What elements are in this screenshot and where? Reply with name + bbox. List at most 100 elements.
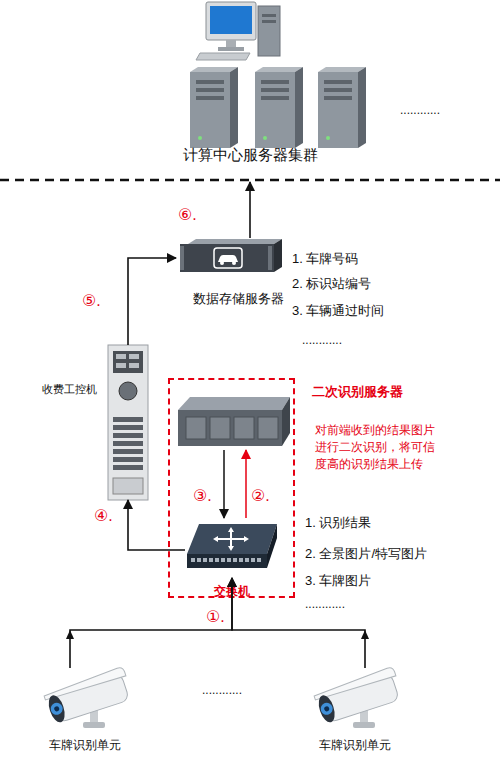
card-slot bbox=[113, 417, 143, 422]
rack-ear bbox=[180, 246, 184, 270]
car-icon bbox=[218, 255, 238, 262]
switch-port bbox=[215, 558, 219, 562]
recognition-server-group: 交换机二次识别服务器对前端收到的结果图片 进行二次识别，将可信 度高的识别结果上… bbox=[168, 378, 295, 598]
plate-camera: 车牌识别单元 bbox=[305, 668, 405, 756]
camera-front bbox=[46, 693, 68, 724]
fan-grill bbox=[119, 382, 137, 400]
bus-arrow-head bbox=[361, 630, 369, 639]
flow-arrow bbox=[232, 578, 365, 668]
flow-arrow bbox=[249, 182, 251, 238]
switch-port bbox=[221, 558, 225, 562]
server-top bbox=[178, 397, 290, 410]
camera-lens bbox=[319, 701, 334, 716]
switch-symbol bbox=[213, 527, 249, 551]
drive-slot bbox=[196, 88, 224, 92]
server-front bbox=[178, 410, 282, 446]
control-pc: 收费工控机 bbox=[108, 345, 148, 500]
drive-slot bbox=[261, 80, 289, 84]
drive-slot bbox=[324, 96, 352, 100]
camera-body bbox=[43, 666, 133, 724]
node-title: 车牌识别单元 bbox=[305, 738, 405, 752]
ellipsis-mark: ............ bbox=[302, 333, 342, 347]
server-front bbox=[190, 72, 230, 148]
node-title: 二次识别服务器 bbox=[312, 384, 403, 400]
server-side bbox=[282, 397, 290, 446]
drive-bay bbox=[234, 417, 254, 439]
node-title: 收费工控机 bbox=[42, 383, 97, 396]
server-side bbox=[230, 67, 238, 148]
card-slot bbox=[113, 449, 143, 454]
callout-number: ⑤. bbox=[82, 291, 101, 310]
card-slot bbox=[113, 465, 143, 470]
server-side bbox=[295, 67, 303, 148]
drive-bay bbox=[186, 417, 206, 439]
psu-panel bbox=[113, 478, 143, 494]
card-slot bbox=[113, 433, 143, 438]
io-panel bbox=[113, 351, 143, 373]
monitor-base bbox=[218, 47, 244, 51]
field-item: 2. 标识站编号 bbox=[292, 275, 371, 293]
switch-port bbox=[191, 558, 195, 562]
rack-ear bbox=[268, 246, 272, 270]
camera-lens bbox=[49, 701, 64, 716]
callout-number: ③. bbox=[193, 486, 212, 505]
status-light bbox=[326, 136, 330, 140]
server-top bbox=[188, 239, 282, 244]
io-port bbox=[116, 363, 126, 368]
drive-slot bbox=[324, 88, 352, 92]
io-port bbox=[116, 354, 126, 359]
card-slot bbox=[113, 425, 143, 430]
cluster-group: 计算中心服务器集群 bbox=[150, 0, 350, 182]
pc-tower-icon bbox=[108, 345, 148, 500]
keyboard bbox=[196, 53, 250, 60]
switch-port bbox=[257, 558, 261, 562]
camera-front bbox=[316, 693, 338, 724]
server-front bbox=[180, 244, 274, 272]
status-light bbox=[263, 136, 267, 140]
camera-base bbox=[353, 722, 375, 728]
node-title: 车牌识别单元 bbox=[35, 738, 135, 752]
server-top bbox=[190, 67, 238, 72]
switch-port bbox=[209, 558, 213, 562]
switch-side bbox=[267, 524, 277, 568]
callout-number: ②. bbox=[251, 486, 270, 505]
switch-port bbox=[197, 558, 201, 562]
camera-base bbox=[83, 722, 105, 728]
data-arrow bbox=[223, 450, 225, 518]
field-item: 1. 识别结果 bbox=[305, 514, 371, 532]
switch-front bbox=[187, 554, 267, 568]
switch-port bbox=[251, 558, 255, 562]
desktop-tower bbox=[258, 6, 280, 56]
ellipsis-mark: ............ bbox=[202, 683, 242, 697]
drive-slot bbox=[324, 80, 352, 84]
camera-lens-core bbox=[324, 706, 330, 712]
callout-number: ⑥. bbox=[178, 205, 197, 224]
field-item: 3. 车牌图片 bbox=[305, 572, 371, 590]
car-wheel bbox=[220, 261, 224, 265]
flow-arrow bbox=[70, 578, 232, 668]
divider-line bbox=[0, 179, 500, 182]
drive-slot bbox=[262, 14, 276, 17]
node-title: 数据存储服务器 bbox=[176, 291, 300, 307]
flow-arrow bbox=[128, 258, 176, 345]
field-item: 1. 车牌号码 bbox=[292, 250, 358, 268]
server-side bbox=[274, 239, 282, 272]
status-light bbox=[198, 136, 202, 140]
field-item: 3. 车辆通过时间 bbox=[292, 302, 384, 320]
node-description: 对前端收到的结果图片 进行二次识别，将可信 度高的识别结果上传 bbox=[315, 422, 439, 473]
drive-bay bbox=[258, 417, 278, 439]
node-title: 计算中心服务器集群 bbox=[150, 146, 350, 164]
switch-port bbox=[203, 558, 207, 562]
data-arrow bbox=[245, 450, 247, 518]
callout-number: ①. bbox=[206, 607, 225, 626]
tower-body bbox=[108, 345, 148, 500]
card-slot bbox=[113, 441, 143, 446]
storage-server: 数据存储服务器 bbox=[176, 238, 300, 310]
camera-body bbox=[313, 666, 403, 724]
drive-slot bbox=[196, 80, 224, 84]
node-title: 交换机 bbox=[185, 584, 279, 598]
drive-slot bbox=[262, 20, 276, 23]
server-top bbox=[255, 67, 303, 72]
